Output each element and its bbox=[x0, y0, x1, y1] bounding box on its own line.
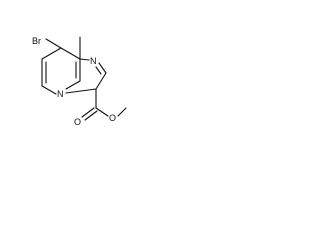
bond-c3-n4 bbox=[65, 88, 97, 94]
atom-label-n1: N bbox=[90, 56, 97, 66]
bond-carbonyl-o-double-b bbox=[84, 110, 98, 121]
bond-o-methyl bbox=[117, 107, 127, 117]
bond-c2-c3 bbox=[95, 72, 107, 90]
bond-n1-c2 bbox=[98, 62, 107, 74]
molecule-structure: Br N N O O bbox=[32, 36, 127, 127]
atom-label-o-carbonyl: O bbox=[74, 117, 81, 127]
bond-c7-br bbox=[45, 38, 62, 49]
bond-c8a-n4 bbox=[65, 80, 81, 90]
atom-label-o-ester: O bbox=[109, 113, 116, 123]
bond-carbonyl-o-ester bbox=[95, 107, 109, 117]
bond-carbonyl-o-double-a bbox=[81, 107, 95, 118]
bond-c6-c7 bbox=[41, 47, 62, 60]
atom-label-bromine: Br bbox=[32, 36, 41, 46]
bond-c8a-n1 bbox=[79, 58, 90, 61]
bond-c7-c8 bbox=[60, 47, 81, 60]
bond-n4-c5 bbox=[41, 85, 57, 95]
structure-canvas: Br N N O O bbox=[0, 0, 152, 152]
atom-label-n4: N bbox=[57, 89, 64, 99]
bond-n1-c2-inner bbox=[95, 66, 102, 75]
